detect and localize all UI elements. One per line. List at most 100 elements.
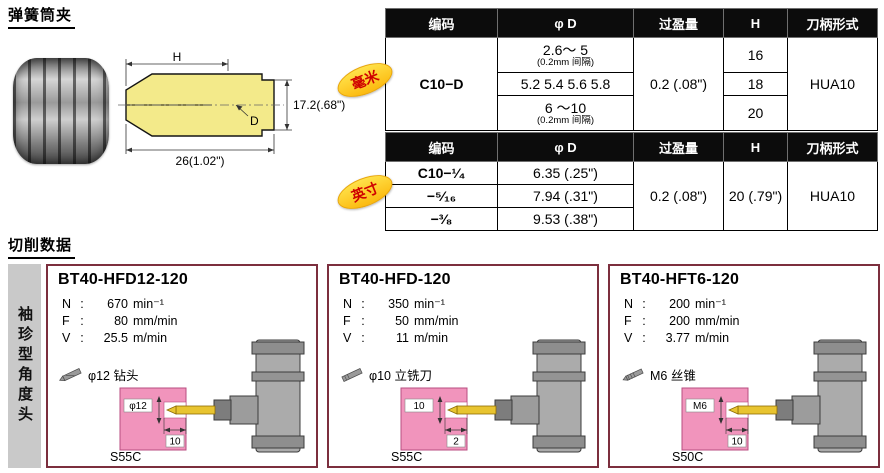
spec-separator: : xyxy=(642,297,646,311)
spec-label: V xyxy=(343,331,352,345)
spec-separator: : xyxy=(80,331,84,345)
tool-label: φ12 钻头 xyxy=(88,369,139,383)
spec-value: 50 xyxy=(395,314,409,328)
mm-diameter-cell: 6 ～10 (0.2mm 间隔) xyxy=(497,95,634,131)
table-row: −³⁄₈ 9.53 (.38") xyxy=(385,207,878,231)
spec-row-v: V : 11 m/min xyxy=(343,330,458,347)
collet-drawing-svg: H 17.2(.68") D 26(1.02") xyxy=(118,50,345,168)
spec-unit: m/min xyxy=(695,331,730,345)
spec-list: N : 200 min⁻¹ F : 200 mm/min V : 3.77 m/… xyxy=(624,296,739,347)
spec-row-f: F : 80 mm/min xyxy=(62,313,177,330)
dim-length-lines xyxy=(125,124,275,154)
spec-unit: m/min xyxy=(133,331,168,345)
mm-header-shank: 刀柄形式 xyxy=(787,8,878,38)
cutting-panel-hft6: BT40-HFT6-120 N : 200 min⁻¹ F : 200 mm/m… xyxy=(608,264,880,468)
mm-diameter-cell: 2.6～ 5 (0.2mm 间隔) xyxy=(497,37,634,73)
spec-list: N : 350 min⁻¹ F : 50 mm/min V : 11 m/min xyxy=(343,296,458,347)
mm-header-code: 编码 xyxy=(385,8,498,38)
dim-a: 10 xyxy=(404,396,443,424)
diameter-range: 5.2 5.4 5.6 5.8 xyxy=(520,75,611,92)
spec-separator: : xyxy=(642,314,646,328)
tool-bit xyxy=(728,405,778,415)
spec-unit: mm/min xyxy=(133,314,178,328)
mm-h-cell: 20 xyxy=(723,95,788,131)
cutting-panel-hfd12: BT40-HFD12-120 N : 670 min⁻¹ F : 80 mm/m… xyxy=(46,264,318,468)
inch-header-code: 编码 xyxy=(385,132,498,162)
inch-h-cell: 20 (.79") xyxy=(723,161,788,231)
dim-a-label: φ12 xyxy=(129,401,147,412)
dim-length-label: 26(1.02") xyxy=(176,154,225,168)
dim-a: M6 xyxy=(685,396,724,424)
cutting-diagram: 10 2 S55C xyxy=(391,339,586,464)
table-row: 6 ～10 (0.2mm 间隔) 20 xyxy=(386,95,878,131)
spec-value: 670 xyxy=(107,297,128,311)
spec-label: N xyxy=(624,297,634,311)
dim-height-label: 17.2(.68") xyxy=(293,98,345,112)
spec-unit: min⁻¹ xyxy=(133,297,164,311)
tool-row: φ10 立铣刀 xyxy=(339,365,432,384)
panel-title: BT40-HFD12-120 xyxy=(58,271,188,288)
dim-height-arrow-bottom xyxy=(284,124,290,130)
drill-icon xyxy=(59,367,82,381)
spec-label: F xyxy=(62,314,70,328)
collet-technical-drawing: H 17.2(.68") D 26(1.02") xyxy=(116,50,356,170)
section-title-cutting: 切削数据 xyxy=(8,234,76,259)
spec-label: N xyxy=(343,297,353,311)
material-label: S50C xyxy=(672,450,703,464)
table-row: C10−¹⁄₄ 6.35 (.25") 0.2 (.08") 20 (.79")… xyxy=(385,161,878,231)
mm-h-cell: 16 xyxy=(723,37,788,73)
tool-bit xyxy=(447,405,497,415)
spec-row-v: V : 25.5 m/min xyxy=(62,330,177,347)
spec-value: 350 xyxy=(388,297,409,311)
tap-icon xyxy=(622,367,644,381)
spec-value: 11 xyxy=(396,331,409,345)
spec-value: 200 xyxy=(669,297,690,311)
inch-header-interference: 过盈量 xyxy=(633,132,724,162)
mm-header-h: H xyxy=(723,8,788,38)
dim-H-label: H xyxy=(173,50,182,64)
tool-bit xyxy=(166,405,216,415)
diameter-note: (0.2mm 间隔) xyxy=(536,114,594,126)
mm-diameter-cell: 5.2 5.4 5.6 5.8 xyxy=(497,72,634,96)
spec-unit: min⁻¹ xyxy=(414,297,445,311)
category-side-bar: 袖珍型角度头 xyxy=(8,264,41,468)
panel-title: BT40-HFT6-120 xyxy=(620,271,740,288)
dim-H-lines xyxy=(125,59,229,86)
mm-shank-cell: HUA10 xyxy=(787,37,878,131)
dim-length-arrow-right xyxy=(268,147,274,153)
dim-b: 10 xyxy=(163,418,187,448)
spec-row-n: N : 200 min⁻¹ xyxy=(624,296,739,313)
spec-value: 25.5 xyxy=(103,331,128,345)
inch-header-h: H xyxy=(723,132,788,162)
spec-row-v: V : 3.77 m/min xyxy=(624,330,739,347)
spec-separator: : xyxy=(642,331,646,345)
spec-label: V xyxy=(624,331,633,345)
end-mill-icon xyxy=(341,367,363,382)
spec-separator: : xyxy=(361,331,365,345)
tool-row: φ12 钻头 xyxy=(58,365,138,384)
spec-value: 3.77 xyxy=(665,331,690,345)
dim-height-arrow-top xyxy=(284,80,290,86)
spec-label: N xyxy=(62,297,72,311)
table-row: C10−D 2.6～ 5 (0.2mm 间隔) 0.2 (.08") 16 HU… xyxy=(385,37,878,131)
spec-unit: m/min xyxy=(414,331,449,345)
angle-head-machine xyxy=(775,339,867,453)
dim-a-label: 10 xyxy=(413,401,425,412)
inch-diameter-cell: 7.94 (.31") xyxy=(497,184,634,208)
cutting-panel-hfd: BT40-HFD-120 N : 350 min⁻¹ F : 50 mm/min… xyxy=(327,264,599,468)
dim-D-label: D xyxy=(250,114,259,128)
dim-H-arrow-right xyxy=(222,61,228,67)
category-label: 袖珍型角度头 xyxy=(16,306,33,426)
spec-separator: : xyxy=(361,314,365,328)
dim-H-arrow-left xyxy=(126,61,132,67)
tool-label: φ10 立铣刀 xyxy=(369,369,432,383)
table-row: −⁵⁄₁₆ 7.94 (.31") xyxy=(385,184,878,208)
cutting-diagram: φ12 10 S55C xyxy=(110,339,305,464)
inch-header-shank: 刀柄形式 xyxy=(787,132,878,162)
inch-code-cell: C10−¹⁄₄ xyxy=(385,161,498,185)
inch-diameter-cell: 6.35 (.25") xyxy=(497,161,634,185)
inch-spec-table: 编码 φ D 过盈量 H 刀柄形式 C10−¹⁄₄ 6.35 (.25") 0.… xyxy=(385,132,878,231)
mm-interference-cell: 0.2 (.08") xyxy=(633,37,724,131)
mm-header-diameter: φ D xyxy=(497,8,634,38)
dim-b: 2 xyxy=(444,418,468,448)
